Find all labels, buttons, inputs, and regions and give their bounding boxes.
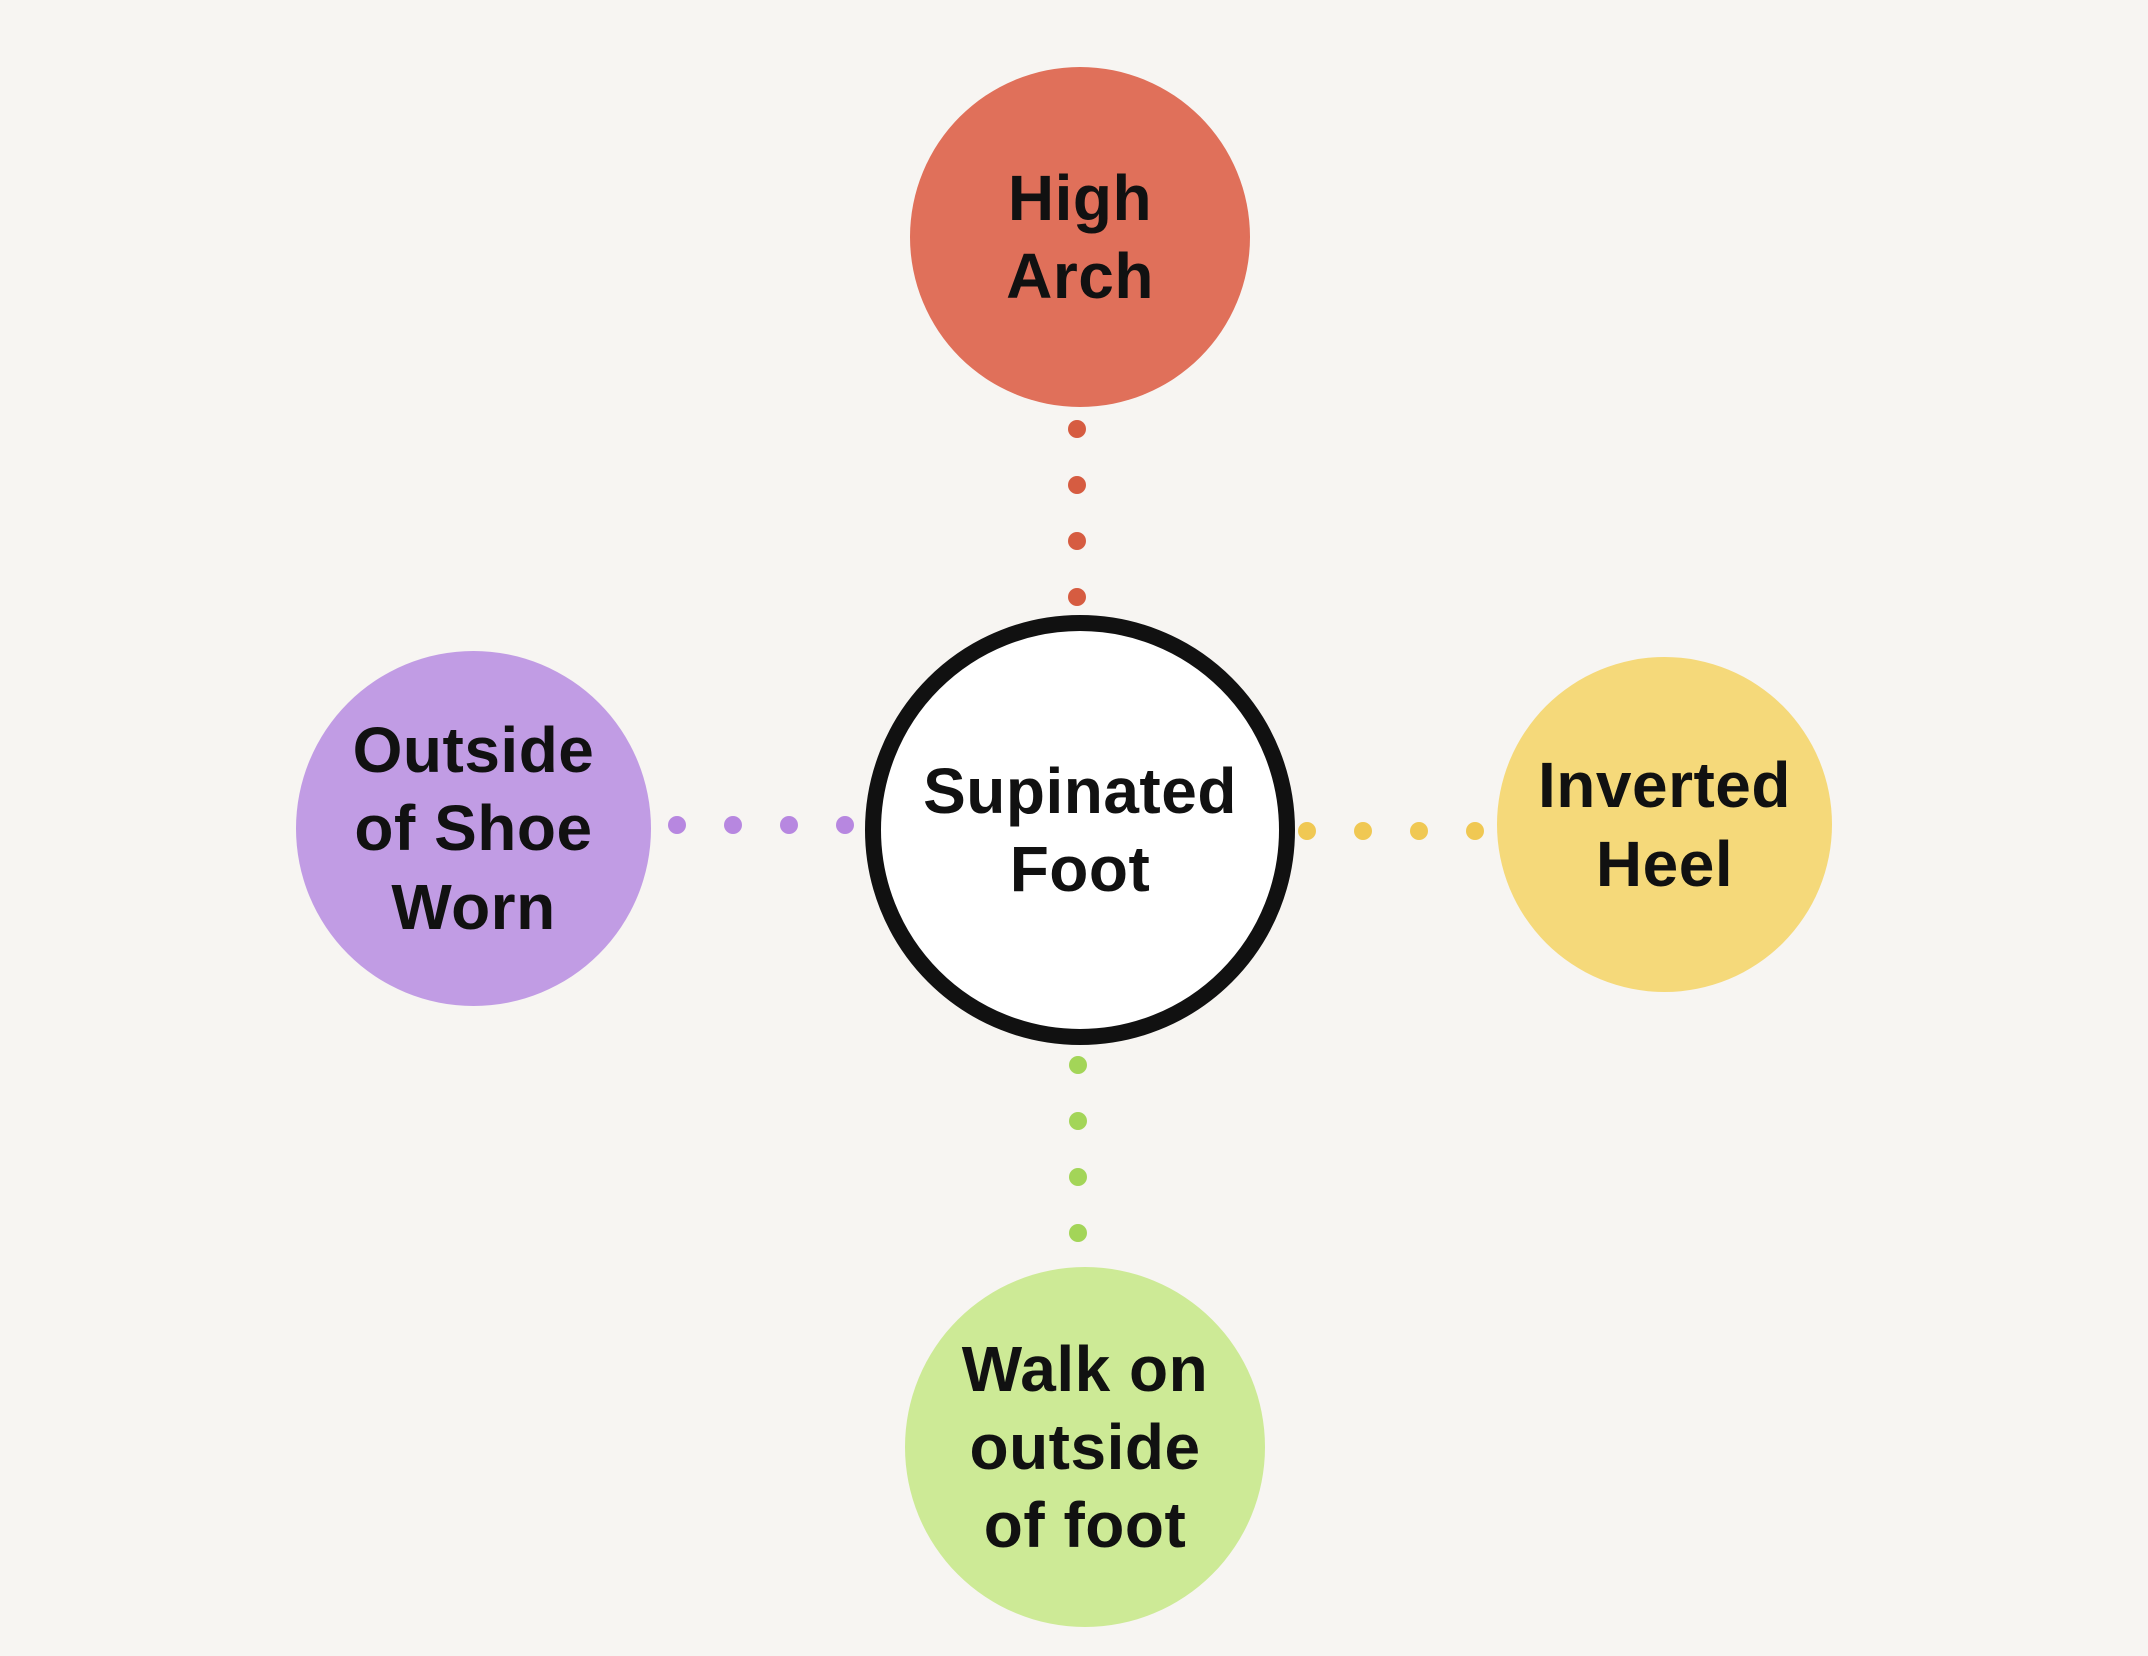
- connector-top-dotted-line: [1068, 420, 1086, 606]
- connector-dot: [724, 816, 742, 834]
- node-walk-on-outside-of-foot-label: Walk on outside of foot: [961, 1332, 1209, 1562]
- connector-dot: [1069, 1224, 1087, 1242]
- connector-dot: [1069, 1056, 1087, 1074]
- node-inverted-heel: Inverted Heel: [1497, 657, 1832, 992]
- node-supinated-foot-label: Supinated Foot: [923, 754, 1237, 905]
- connector-dot: [1068, 532, 1086, 550]
- connector-dot: [1466, 822, 1484, 840]
- node-high-arch-label: High Arch: [1006, 161, 1154, 312]
- connector-dot: [1410, 822, 1428, 840]
- connector-dot: [668, 816, 686, 834]
- connector-bottom-dotted-line: [1069, 1056, 1087, 1242]
- node-outside-of-shoe-worn: Outside of Shoe Worn: [296, 651, 651, 1006]
- connector-dot: [1069, 1112, 1087, 1130]
- connector-right-dotted-line: [1298, 822, 1484, 840]
- connector-left-dotted-line: [668, 816, 854, 834]
- connector-dot: [1068, 588, 1086, 606]
- connector-dot: [1354, 822, 1372, 840]
- node-supinated-foot-center: Supinated Foot: [865, 615, 1295, 1045]
- node-inverted-heel-label: Inverted Heel: [1538, 749, 1791, 900]
- connector-dot: [1298, 822, 1316, 840]
- connector-dot: [1068, 420, 1086, 438]
- node-outside-of-shoe-worn-label: Outside of Shoe Worn: [352, 714, 595, 943]
- connector-dot: [780, 816, 798, 834]
- connector-dot: [836, 816, 854, 834]
- connector-dot: [1069, 1168, 1087, 1186]
- node-high-arch: High Arch: [910, 67, 1250, 407]
- connector-dot: [1068, 476, 1086, 494]
- node-walk-on-outside-of-foot: Walk on outside of foot: [905, 1267, 1265, 1627]
